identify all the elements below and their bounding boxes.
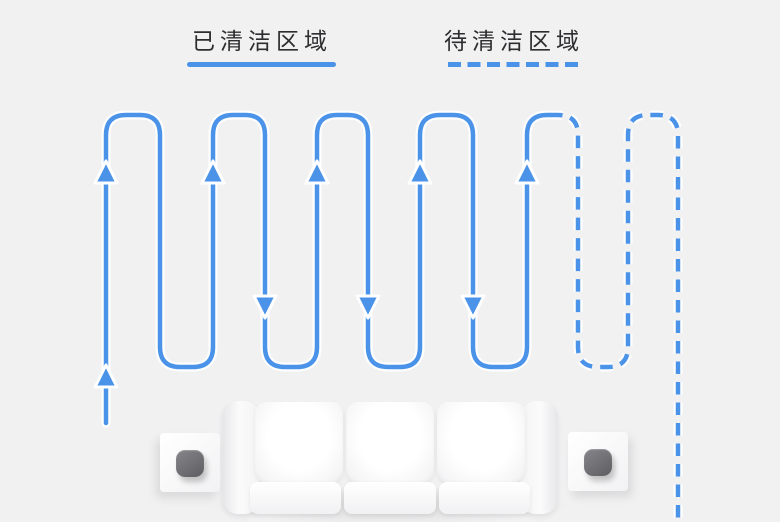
- sofa-back-cushions: [255, 402, 525, 484]
- up-arrow-icon: [407, 159, 433, 185]
- sofa: [222, 398, 558, 514]
- pending-path-line: [550, 112, 681, 522]
- legend-pending-label: 待清洁区域: [444, 28, 584, 54]
- up-arrow-icon: [93, 159, 119, 185]
- side-table-knob: [176, 450, 204, 477]
- legend-cleaned-solid-line-swatch: [187, 62, 336, 67]
- sofa-seat-cushion: [250, 482, 342, 514]
- down-arrow-icon: [252, 294, 278, 320]
- up-arrow-icon: [304, 159, 330, 185]
- sofa-seat-cushions: [250, 482, 530, 514]
- sofa-back-cushion: [255, 402, 343, 484]
- sofa-back-cushion: [437, 402, 525, 484]
- side-table-right: [568, 432, 628, 491]
- side-table-left: [160, 433, 220, 492]
- sofa-seat-cushion: [344, 482, 436, 514]
- up-arrow-icon: [200, 159, 226, 185]
- side-table-knob: [584, 449, 612, 476]
- sofa-back-cushion: [346, 402, 434, 484]
- down-arrow-icon: [355, 294, 381, 320]
- cleaned-path-halo: [101, 110, 555, 428]
- cleaned-path-line: [103, 112, 553, 426]
- up-arrow-icon: [93, 363, 119, 389]
- legend-pending-dashed-line-swatch: [448, 62, 579, 67]
- down-arrow-icon: [460, 294, 486, 320]
- legend-cleaned-label: 已清洁区域: [192, 28, 332, 54]
- up-arrow-icon: [514, 159, 540, 185]
- sofa-seat-cushion: [438, 482, 530, 514]
